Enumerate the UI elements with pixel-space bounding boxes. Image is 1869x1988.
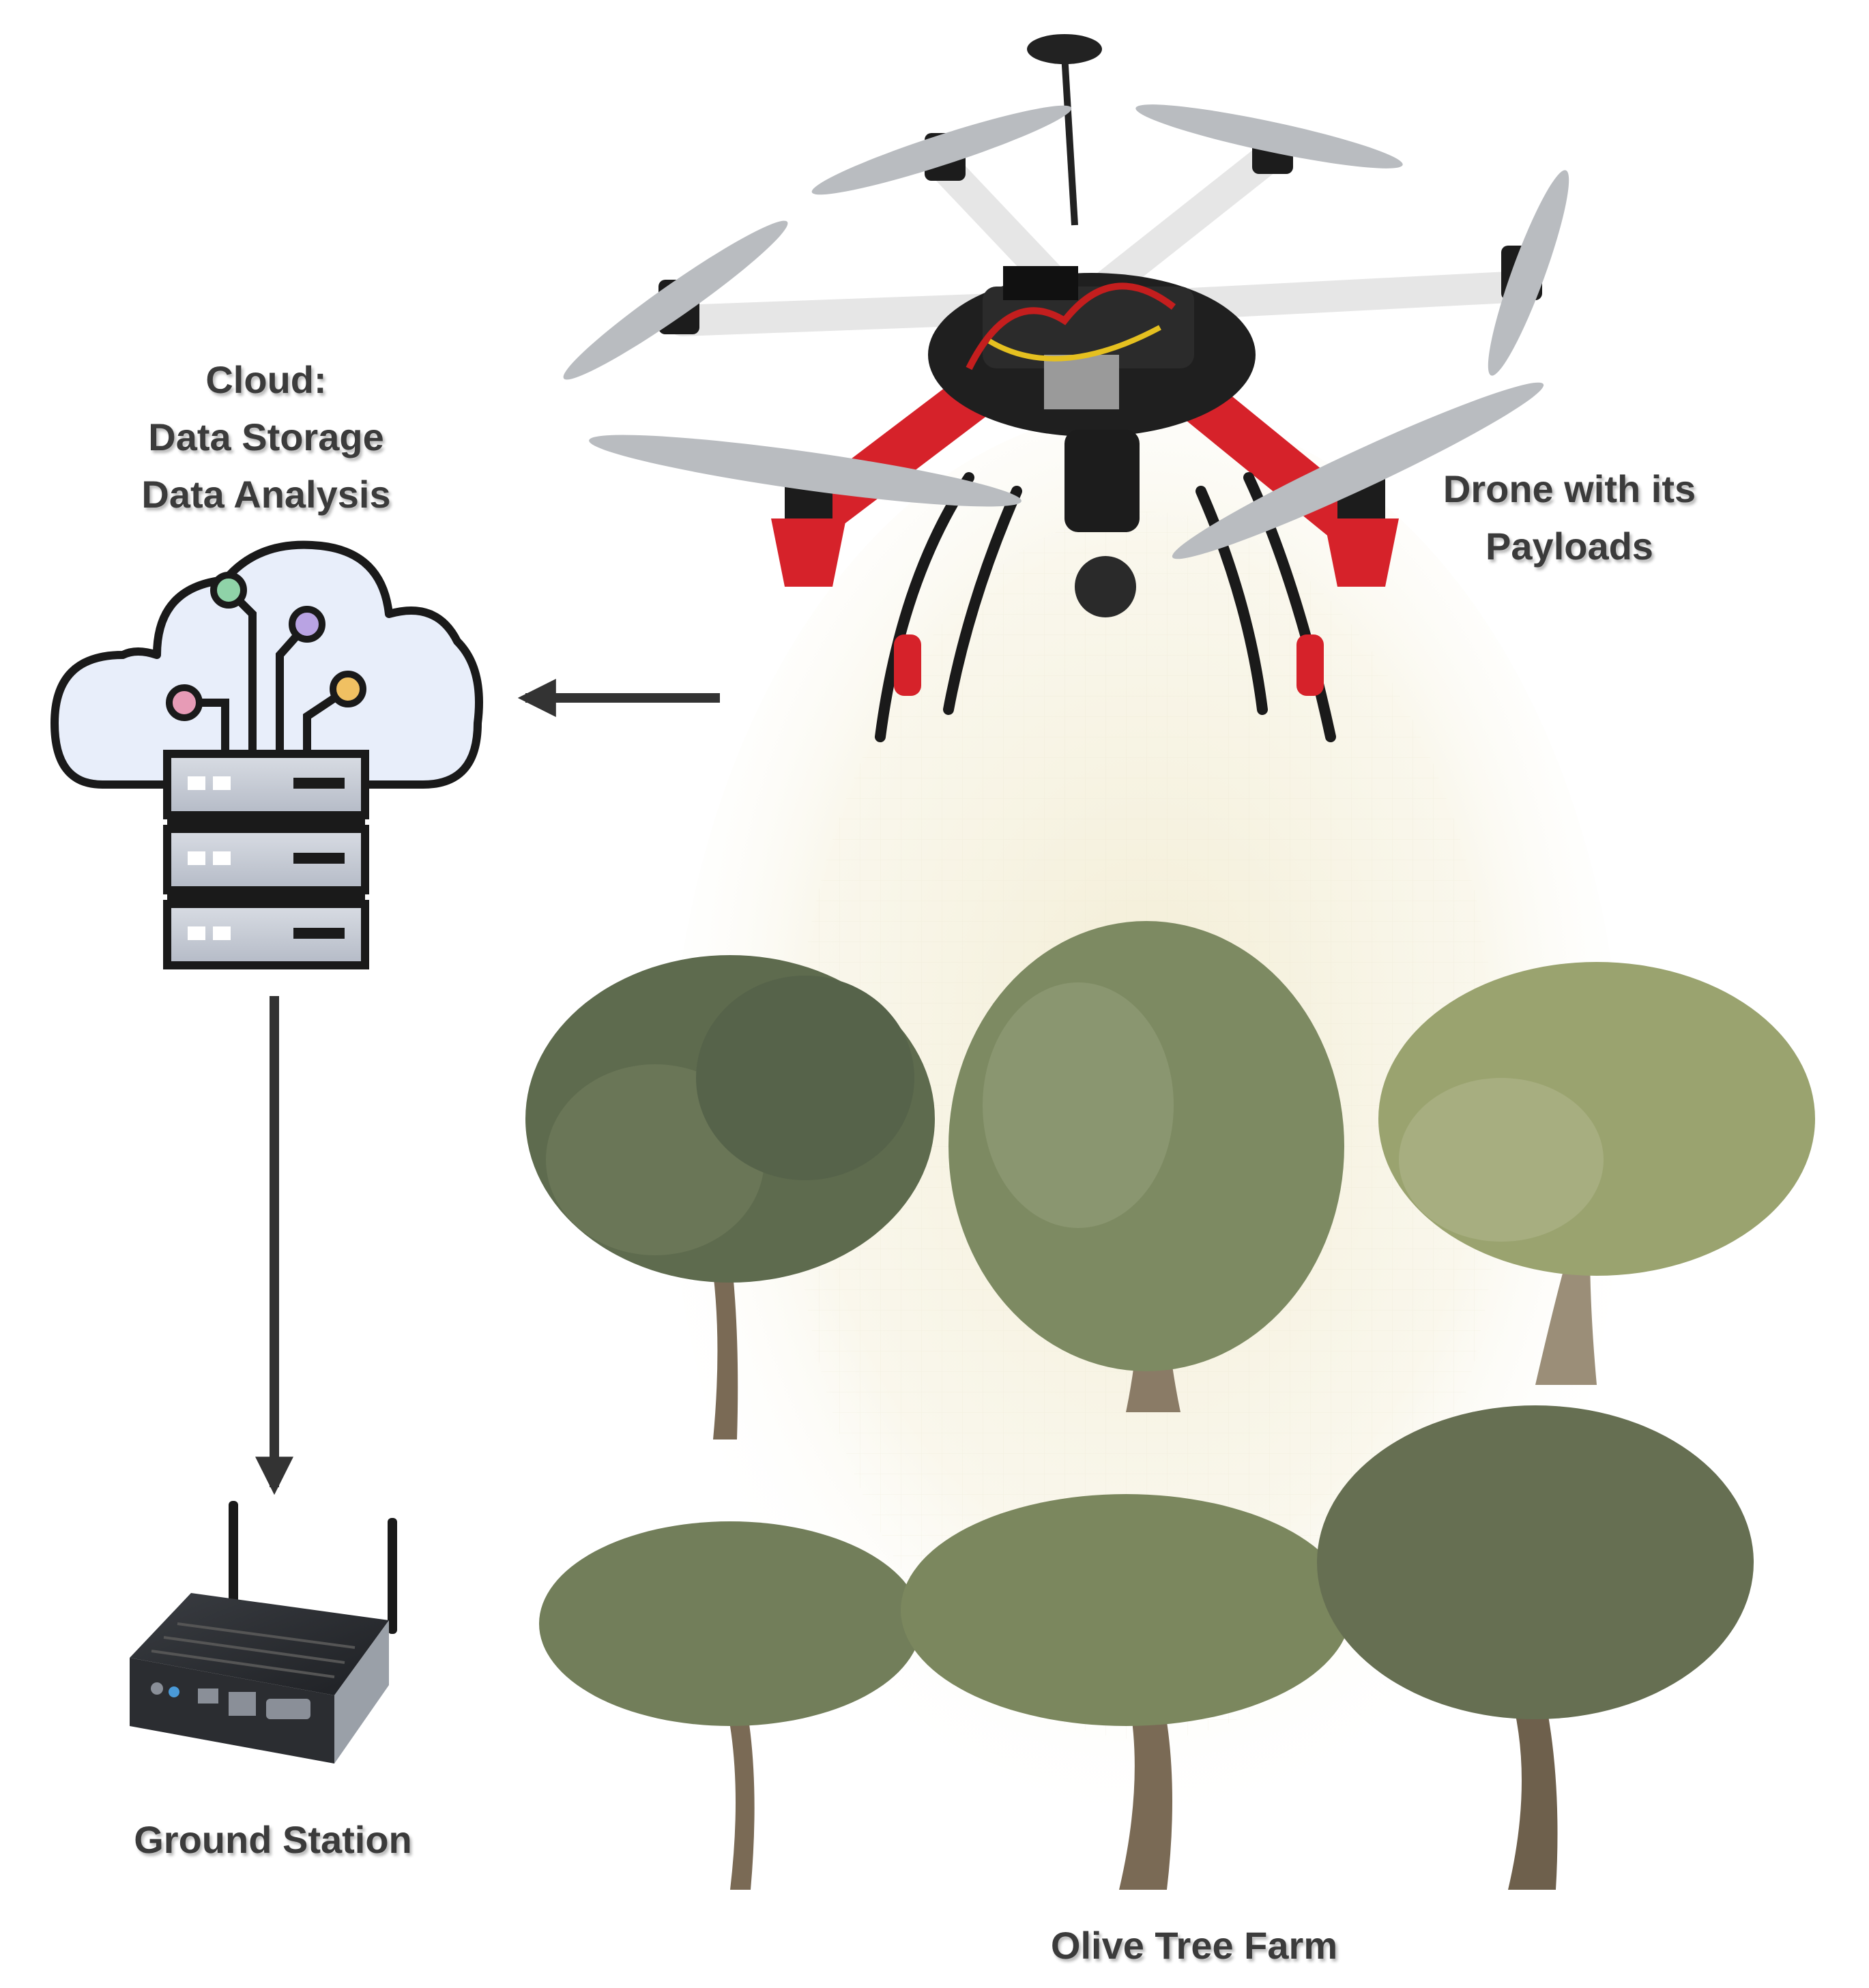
olive-tree-icon — [1317, 1405, 1754, 1890]
ground-station-label-text: Ground Station — [134, 1818, 412, 1861]
cloud-server-icon — [50, 540, 483, 969]
drone-label-line-2: Payloads — [1486, 525, 1653, 568]
cloud-label-line-3: Data Analysis — [141, 473, 391, 516]
farm-label-text: Olive Tree Farm — [1050, 1924, 1338, 1967]
drone-label-line-1: Drone with its — [1443, 467, 1696, 510]
olive-tree-icon — [948, 921, 1344, 1412]
ground-station-label: Ground Station — [75, 1811, 471, 1869]
farm-label: Olive Tree Farm — [976, 1917, 1412, 1974]
olive-tree-icon — [1378, 962, 1815, 1385]
cloud-label: Cloud: Data Storage Data Analysis — [89, 351, 444, 523]
olive-tree-icon — [901, 1494, 1351, 1890]
cloud-label-line-2: Data Storage — [148, 415, 384, 458]
olive-tree-icon — [539, 1521, 921, 1890]
olive-tree-farm — [525, 921, 1815, 1890]
drone-label: Drone with its Payloads — [1385, 461, 1754, 575]
olive-tree-icon — [525, 955, 935, 1439]
drone-icon — [563, 34, 1569, 742]
cloud-label-line-1: Cloud: — [205, 358, 327, 401]
ground-station-icon — [130, 1501, 397, 1764]
